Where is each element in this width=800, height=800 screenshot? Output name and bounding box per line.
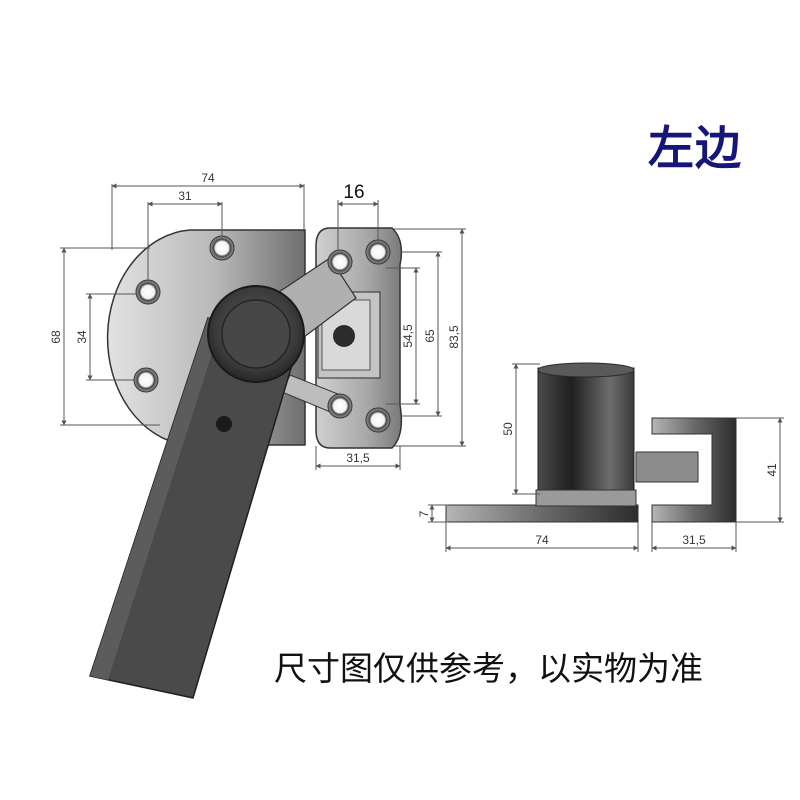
- dimension-74: 74: [111, 171, 305, 250]
- pivot-pin-icon: [333, 325, 355, 347]
- screw-hole-icon: [327, 393, 353, 419]
- base-plate: [445, 504, 639, 523]
- dim-label: 65: [423, 329, 437, 343]
- dim-label: 31: [178, 189, 192, 203]
- dimension-74-side: 74: [445, 522, 639, 552]
- disclaimer-text: 尺寸图仅供参考，以实物为准: [274, 649, 703, 688]
- screw-hole-icon: [327, 249, 353, 275]
- dim-label: 34: [75, 330, 89, 344]
- dim-label: 41: [765, 463, 779, 477]
- side-bracket-tab: [635, 451, 699, 483]
- dimension-83-5: 83,5: [394, 228, 466, 447]
- dimension-16: 16: [337, 182, 379, 250]
- swing-arm-highlight: [90, 318, 222, 680]
- side-label: 左边: [648, 121, 742, 175]
- dimension-41: 41: [736, 417, 784, 523]
- screw-hole-icon: [209, 235, 235, 261]
- dim-label: 7: [417, 510, 431, 517]
- dim-label: 16: [343, 182, 364, 203]
- dim-label: 83,5: [447, 325, 461, 349]
- dimension-65: 65: [400, 251, 442, 417]
- screw-hole-icon: [365, 407, 391, 433]
- side-view: 50 7 74 41 31,5: [417, 362, 784, 552]
- dim-label: 31,5: [346, 451, 370, 465]
- dimension-31: 31: [147, 189, 223, 280]
- hinge-boss-top: [221, 299, 291, 369]
- screw-hole-icon: [365, 239, 391, 265]
- dimension-31-5-side: 31,5: [651, 522, 737, 552]
- cylinder-collar: [535, 489, 637, 507]
- side-bracket: [651, 417, 737, 523]
- dim-label: 68: [49, 330, 63, 344]
- dimension-54-5: 54,5: [386, 267, 420, 405]
- dimension-31-5-top: 31,5: [315, 446, 401, 470]
- dim-label: 54,5: [401, 324, 415, 348]
- dimension-68: 68: [49, 247, 160, 426]
- cylinder-body: [537, 367, 635, 495]
- dim-label: 50: [501, 422, 515, 436]
- dimension-34: 34: [75, 293, 136, 381]
- screw-hole-icon: [133, 367, 159, 393]
- arm-screw-icon: [216, 416, 232, 432]
- dim-label: 31,5: [682, 533, 706, 547]
- cylinder-top: [537, 362, 635, 378]
- dimension-50: 50: [501, 363, 540, 495]
- screw-hole-icon: [135, 279, 161, 305]
- dim-label: 74: [201, 171, 215, 185]
- dim-label: 74: [535, 533, 549, 547]
- top-view: 74 31 68 34 16: [49, 171, 466, 699]
- dimension-7: 7: [417, 504, 448, 523]
